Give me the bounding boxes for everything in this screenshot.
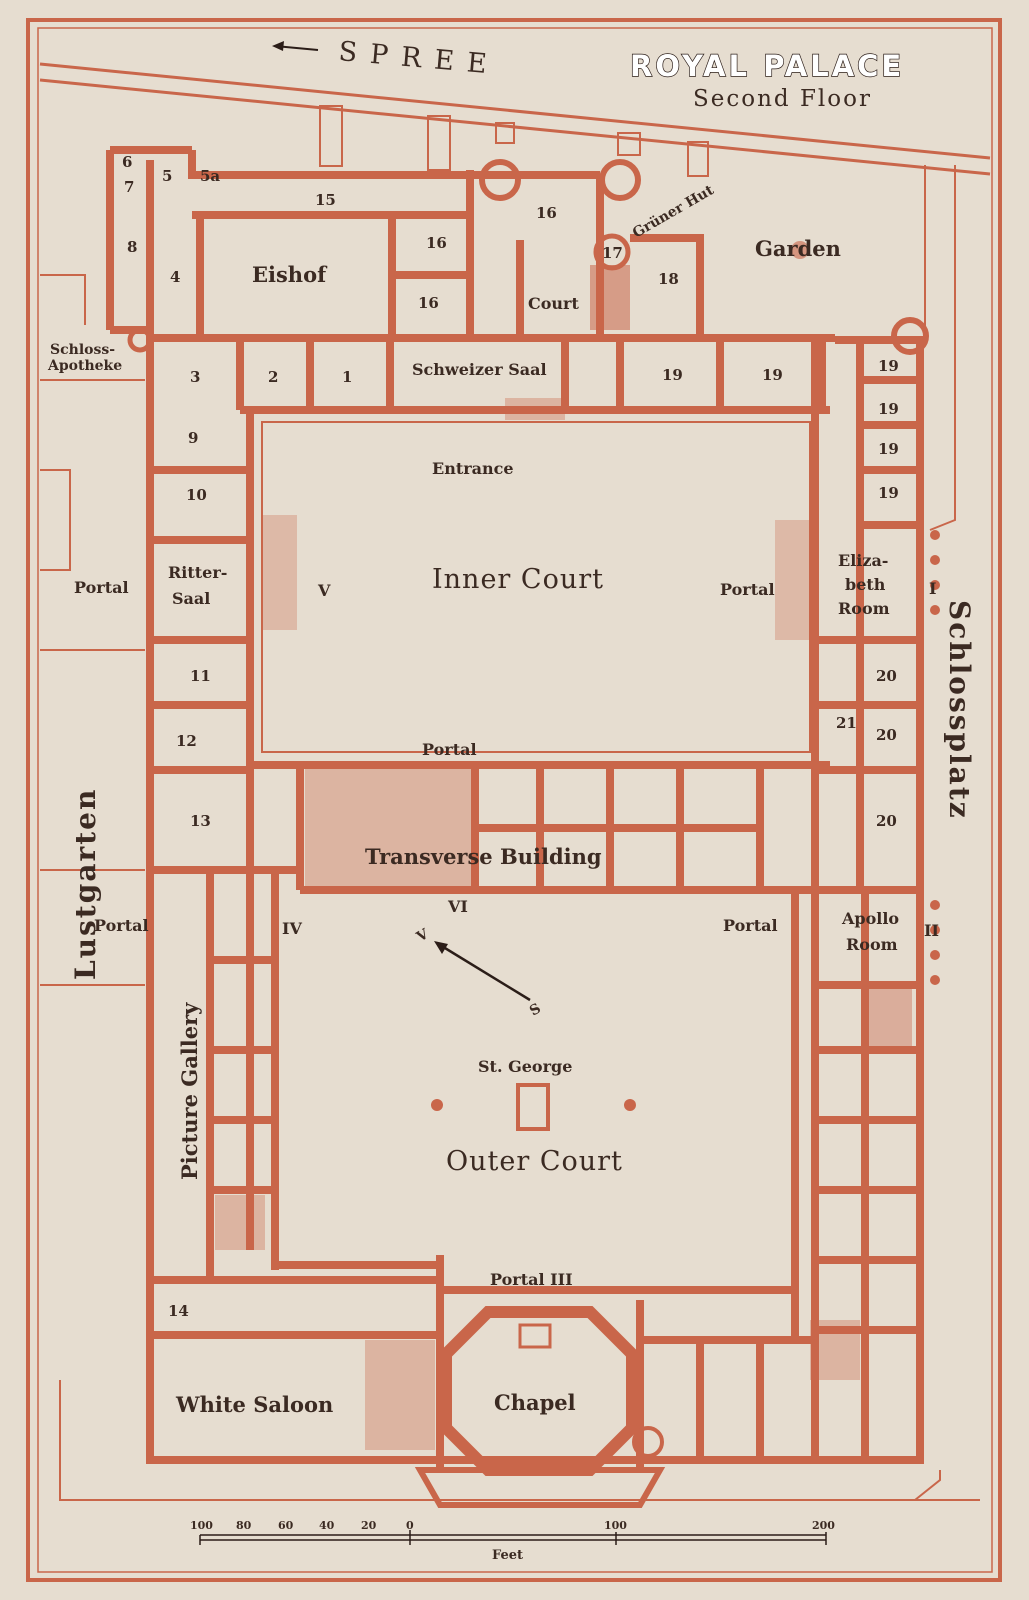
street-lustgarten: Lustgarten (69, 788, 102, 980)
map-subtitle: Second Floor (693, 86, 872, 112)
scale-tick-60: 60 (278, 1519, 294, 1532)
street-boundaries (40, 165, 980, 1501)
room-20-b: 20 (876, 726, 897, 744)
label-court: Court (528, 294, 579, 313)
map-title: ROYAL PALACE (630, 49, 904, 83)
scale-tick-80: 80 (236, 1519, 252, 1532)
room-19-d: 19 (878, 400, 899, 418)
room-numbers: 6 7 5 5a 15 8 4 16 16 16 17 18 3 2 1 19 … (122, 153, 899, 1320)
room-19-b: 19 (762, 366, 783, 384)
scale-bar: 100 80 60 40 20 0 100 200 Feet (190, 1519, 835, 1563)
roman-i: I (929, 579, 936, 598)
label-ritter-saal-1: Ritter- (168, 563, 227, 582)
room-16-a: 16 (426, 234, 447, 252)
label-schweizer-saal: Schweizer Saal (412, 360, 547, 379)
label-white-saloon: White Saloon (175, 1392, 333, 1417)
street-schlossplatz: Schlossplatz (943, 600, 976, 820)
scale-tick-100: 100 (604, 1519, 627, 1532)
room-6: 6 (122, 153, 132, 171)
room-13: 13 (190, 812, 211, 830)
label-portal-gallery: Portal (94, 916, 149, 935)
room-5: 5 (162, 167, 172, 185)
room-8: 8 (127, 238, 137, 256)
label-portal-west: Portal (74, 578, 129, 597)
label-portal-east-lower: Portal (723, 916, 778, 935)
label-garden: Garden (755, 236, 841, 261)
label-elizabeth-1: Eliza- (838, 551, 888, 570)
north-arrow: S V (413, 926, 544, 1020)
label-elizabeth-3: Room (838, 599, 890, 618)
scale-tick-20: 20 (361, 1519, 377, 1532)
north-arrow-letter: S (527, 1001, 544, 1020)
room-2: 2 (268, 368, 278, 386)
room-19-c: 19 (878, 357, 899, 375)
room-20-c: 20 (876, 812, 897, 830)
map-frame-inner (37, 27, 993, 1573)
label-chapel: Chapel (494, 1390, 576, 1415)
room-12: 12 (176, 732, 197, 750)
label-eishof: Eishof (252, 262, 328, 287)
label-outer-court: Outer Court (446, 1146, 623, 1177)
room-9: 9 (188, 429, 198, 447)
room-18: 18 (658, 270, 679, 288)
room-5a: 5a (200, 167, 220, 185)
room-19-a: 19 (662, 366, 683, 384)
spree-label: SPREE (272, 36, 501, 81)
room-20-a: 20 (876, 667, 897, 685)
room-11: 11 (190, 667, 211, 685)
label-portal-iii: Portal III (490, 1270, 573, 1289)
label-apollo-2: Room (846, 935, 898, 954)
label-schloss-apotheke-1: Schloss- (50, 342, 115, 358)
room-1: 1 (342, 368, 352, 386)
room-21: 21 (836, 714, 857, 732)
label-portal-east: Portal (720, 580, 775, 599)
river-name: SPREE (337, 36, 501, 81)
north-arrow-letter-top: V (413, 926, 432, 946)
label-transverse-building: Transverse Building (365, 844, 602, 869)
label-apollo-1: Apollo (841, 909, 899, 928)
label-schloss-apotheke-2: Apotheke (47, 358, 122, 374)
roman-vi: VI (447, 897, 468, 916)
scale-tick-200: 200 (812, 1519, 835, 1532)
label-st-george: St. George (478, 1057, 572, 1076)
room-16-c: 16 (418, 294, 439, 312)
scale-tick-40: 40 (319, 1519, 335, 1532)
scale-tick-100-left: 100 (190, 1519, 213, 1532)
room-14: 14 (168, 1302, 189, 1320)
scale-tick-0: 0 (406, 1519, 414, 1532)
label-elizabeth-2: beth (845, 575, 886, 594)
room-15: 15 (315, 191, 336, 209)
label-inner-court: Inner Court (432, 564, 604, 595)
room-3: 3 (190, 368, 200, 386)
label-portal-center: Portal (422, 740, 477, 759)
map-frame-outer (26, 18, 1002, 1582)
room-19-e: 19 (878, 440, 899, 458)
label-picture-gallery: Picture Gallery (177, 1002, 202, 1180)
label-entrance: Entrance (432, 459, 514, 478)
room-10: 10 (186, 486, 207, 504)
room-16-b: 16 (536, 204, 557, 222)
palace-walls (106, 146, 940, 1508)
spree-embankment (39, 62, 991, 177)
scale-unit: Feet (492, 1548, 523, 1563)
roman-v: V (317, 581, 331, 600)
room-19-f: 19 (878, 484, 899, 502)
roman-ii: II (924, 921, 939, 940)
label-ritter-saal-2: Saal (172, 589, 210, 608)
room-4: 4 (170, 268, 180, 286)
label-gruner-hut: Grüner Hut (630, 182, 717, 241)
roman-iv: IV (282, 919, 302, 938)
room-17: 17 (602, 244, 623, 262)
room-7: 7 (124, 178, 134, 196)
